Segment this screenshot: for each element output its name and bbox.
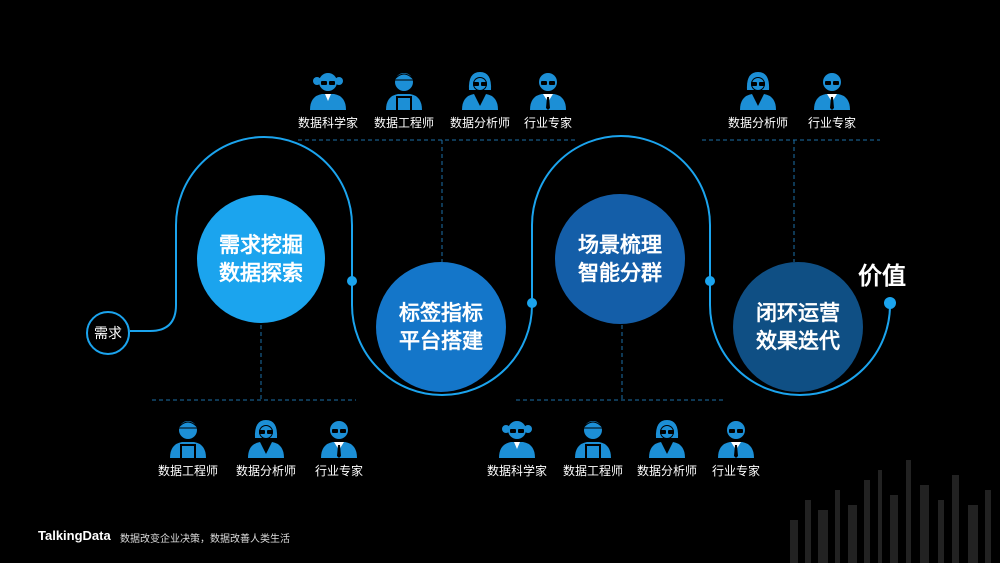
person-label: 数据分析师: [727, 116, 788, 130]
flow-path: [130, 135, 891, 396]
end-label: 价值: [858, 262, 906, 290]
person-data-engineer: 数据工程师: [148, 414, 228, 479]
data-engineer-icon: [382, 66, 426, 110]
person-data-engineer: 数据工程师: [553, 414, 633, 479]
data-analyst-icon: [645, 414, 689, 458]
person-label: 行业专家: [711, 464, 760, 478]
stage-4-line2: 效果迭代: [756, 329, 840, 353]
person-industry-expert: 行业专家: [696, 414, 776, 479]
data-analyst-icon: [244, 414, 288, 458]
data-analyst-icon: [736, 66, 780, 110]
industry-expert-icon: [714, 414, 758, 458]
person-label: 行业专家: [523, 116, 572, 130]
flow-dot: [527, 298, 537, 308]
person-data-analyst: 数据分析师: [226, 414, 306, 479]
industry-expert-icon: [810, 66, 854, 110]
brand-logo: TalkingData: [38, 528, 111, 543]
end-dot: [884, 297, 896, 309]
person-label: 数据分析师: [636, 464, 697, 478]
stage-1-line2: 数据探索: [219, 261, 303, 285]
person-label: 数据分析师: [449, 116, 510, 130]
stage-2-line1: 标签指标: [399, 301, 483, 325]
skyline-decoration: [790, 460, 991, 563]
person-data-engineer: 数据工程师: [364, 66, 444, 131]
person-data-scientist: 数据科学家: [288, 66, 368, 131]
stage-1: 需求挖掘 数据探索: [197, 195, 325, 323]
person-data-analyst: 数据分析师: [440, 66, 520, 131]
person-label: 数据工程师: [373, 116, 434, 130]
person-industry-expert: 行业专家: [508, 66, 588, 131]
flow-dot: [347, 276, 357, 286]
stage-3: 场景梳理 智能分群: [555, 194, 685, 324]
flow-dot: [705, 276, 715, 286]
data-engineer-icon: [166, 414, 210, 458]
start-node: 需求: [86, 311, 130, 355]
stage-2: 标签指标 平台搭建: [376, 262, 506, 392]
stage-4: 闭环运营 效果迭代: [733, 262, 863, 392]
stage-3-line1: 场景梳理: [578, 233, 662, 257]
person-label: 数据科学家: [486, 464, 547, 478]
industry-expert-icon: [526, 66, 570, 110]
person-data-scientist: 数据科学家: [477, 414, 557, 479]
person-label: 行业专家: [807, 116, 856, 130]
person-label: 数据工程师: [157, 464, 218, 478]
person-label: 行业专家: [314, 464, 363, 478]
person-industry-expert: 行业专家: [299, 414, 379, 479]
person-industry-expert: 行业专家: [792, 66, 872, 131]
data-scientist-icon: [495, 414, 539, 458]
stage-3-line2: 智能分群: [578, 261, 662, 285]
data-analyst-icon: [458, 66, 502, 110]
start-label: 需求: [94, 326, 122, 342]
person-data-analyst: 数据分析师: [627, 414, 707, 479]
data-scientist-icon: [306, 66, 350, 110]
person-label: 数据工程师: [562, 464, 623, 478]
person-label: 数据科学家: [297, 116, 358, 130]
slogan: 数据改变企业决策，数据改善人类生活: [120, 534, 290, 545]
data-engineer-icon: [571, 414, 615, 458]
stage-4-line1: 闭环运营: [756, 301, 840, 325]
stage-1-line1: 需求挖掘: [219, 233, 303, 257]
stage-2-line2: 平台搭建: [399, 329, 483, 353]
person-data-analyst: 数据分析师: [718, 66, 798, 131]
industry-expert-icon: [317, 414, 361, 458]
person-label: 数据分析师: [235, 464, 296, 478]
